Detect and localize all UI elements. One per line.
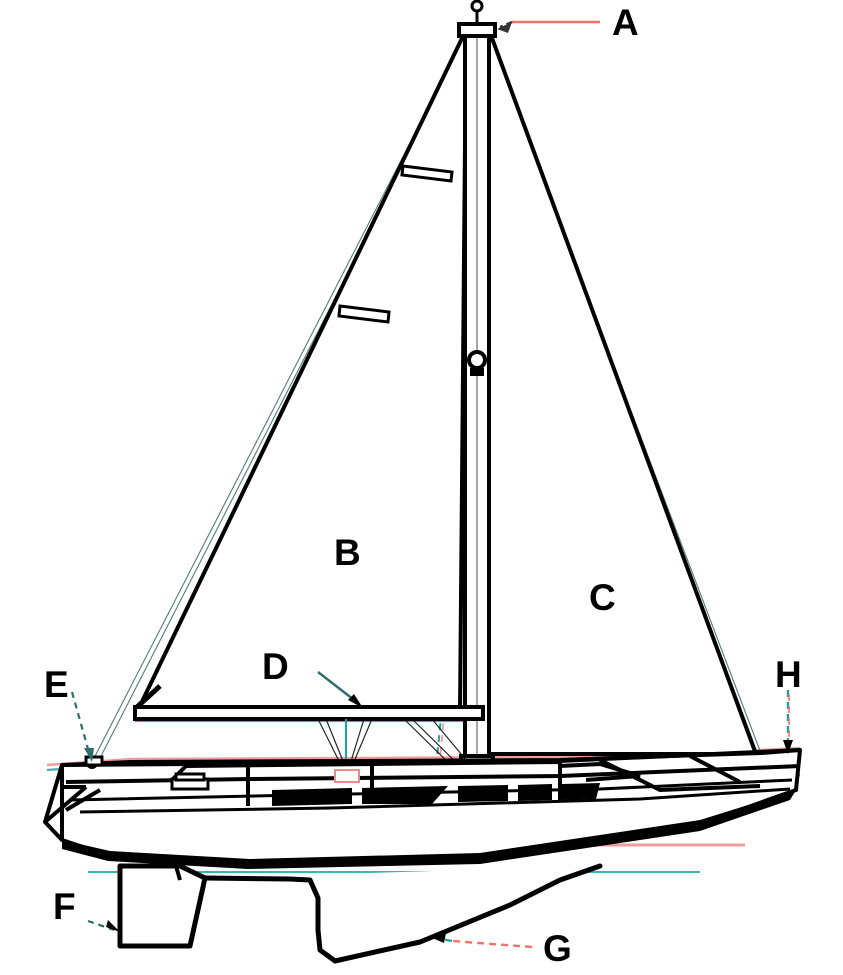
spreader-fitting [467, 350, 487, 376]
sail-battens [337, 164, 454, 324]
portlight [562, 783, 600, 800]
leader-E [70, 691, 94, 762]
callout-label-h: H [775, 654, 802, 695]
leader-F [87, 919, 120, 932]
keel [117, 863, 208, 949]
bow-stem [43, 765, 102, 840]
callout-label-g: G [543, 928, 572, 969]
cockpit-coaming [599, 754, 761, 793]
masthead-fitting [457, 0, 497, 38]
callout-label-f: F [53, 886, 76, 927]
callout-label-e: E [44, 664, 69, 705]
callout-label-d: D [262, 646, 289, 687]
portlights [272, 783, 600, 806]
leader-H [783, 690, 793, 754]
leader-A [497, 20, 600, 33]
anchor-roller [84, 755, 104, 767]
deck-fitting [334, 769, 360, 783]
hull [43, 748, 802, 869]
leader-D [317, 671, 363, 708]
portlight [518, 784, 552, 801]
callout-label-c: C [589, 577, 616, 618]
rudder-skeg [202, 863, 603, 964]
portlight [272, 788, 352, 806]
callout-label-a: A [612, 2, 639, 43]
callout-label-b: B [334, 532, 361, 573]
mast [457, 0, 497, 772]
leader-G [430, 933, 533, 949]
portlight [458, 785, 508, 802]
portlight [362, 786, 448, 804]
waterline-stripe [62, 790, 796, 869]
foredeck-hatch [170, 772, 210, 791]
boom [133, 684, 485, 721]
